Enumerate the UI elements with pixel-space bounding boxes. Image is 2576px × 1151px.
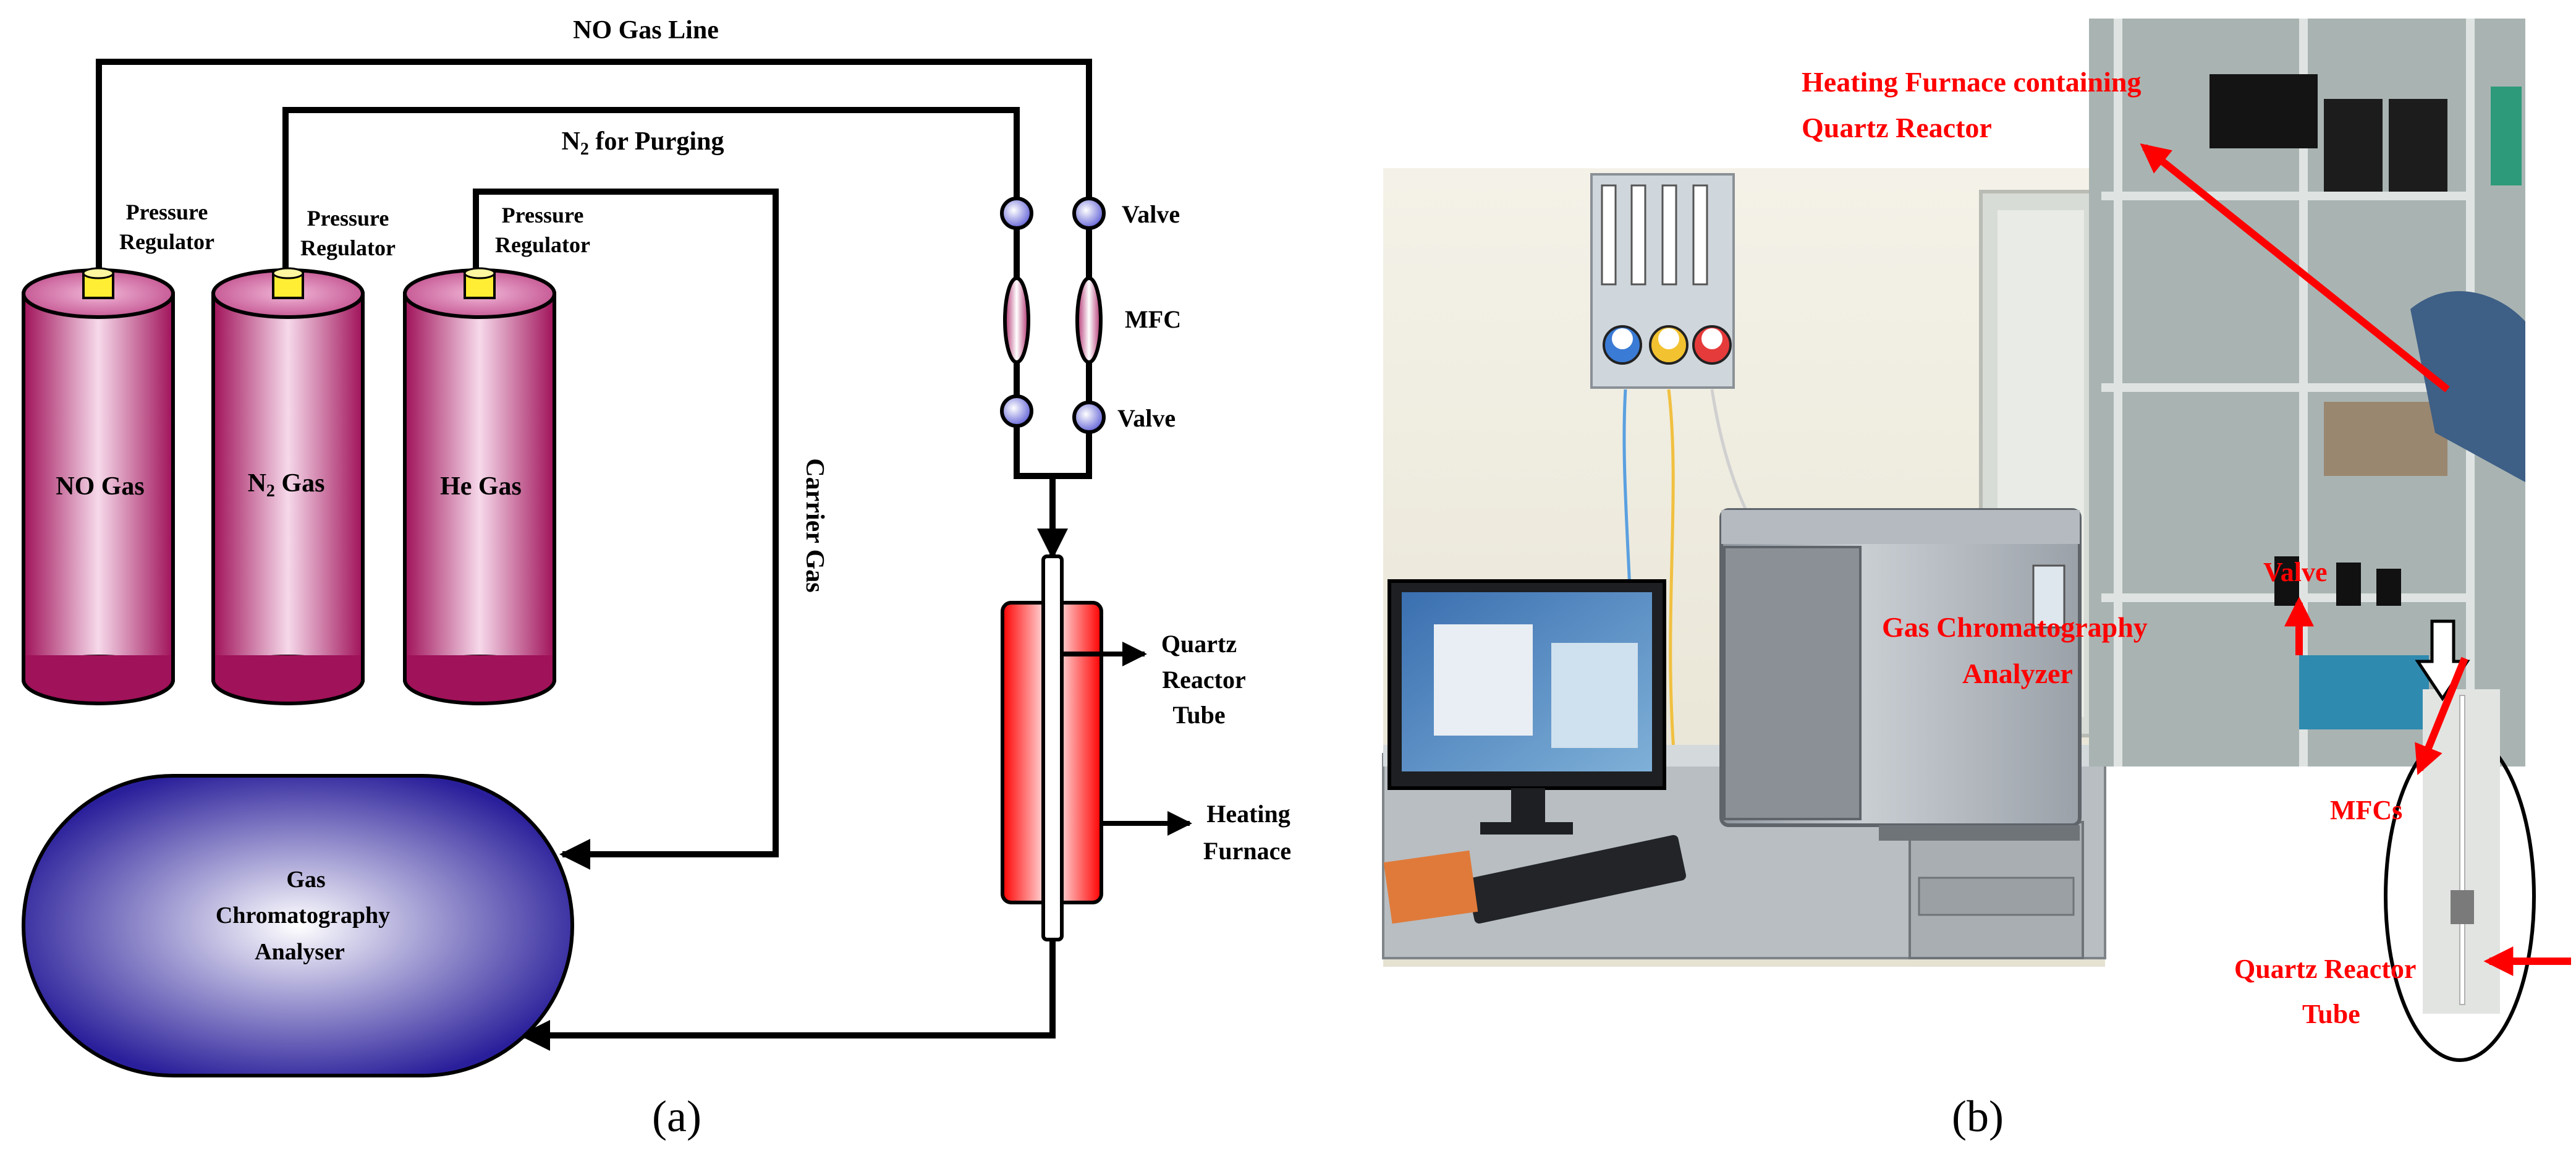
valve-bottom-label: Valve <box>1117 404 1176 432</box>
regulator-1-line1: Pressure <box>126 200 208 224</box>
quartz-reactor-tube <box>1041 554 1064 941</box>
gc-annotation-line1: Gas Chromatography <box>1882 611 2148 643</box>
regulator-2-line1: Pressure <box>307 206 389 231</box>
no-gas-label: NO Gas <box>56 472 145 501</box>
gc-label-line2: Chromatography <box>216 903 390 928</box>
n2-purging-suffix: for Purging <box>589 127 724 156</box>
branch-merge-pipe <box>1014 473 1092 556</box>
n2-purging-label: N2 for Purging <box>562 127 724 159</box>
gc-label-line3: Analyser <box>255 939 345 965</box>
mfcs-annotation: MFCs <box>2330 795 2402 825</box>
reactor-annotation-line1: Quartz Reactor <box>2234 954 2416 984</box>
computer-monitor <box>1388 579 1666 835</box>
regulator-1-line2: Regulator <box>119 229 214 254</box>
valve-bottom-right <box>1072 401 1106 434</box>
furnace-annotation-line2: Quartz Reactor <box>1802 112 1992 143</box>
furnace-controller-3 <box>2389 99 2447 192</box>
reactor-label: Quartz Reactor Tube <box>1161 630 1246 729</box>
annotation-arrows <box>2140 143 2571 976</box>
panel-b: Heating Furnace containing Quartz Reacto… <box>1382 19 2571 1141</box>
valve-top-right <box>1072 197 1106 230</box>
n2-gas-prefix: N <box>248 469 266 498</box>
flowmeter-panel <box>1590 173 1735 389</box>
reactor-outlet-pipe <box>519 940 1056 1051</box>
n2-gas-label: N2 Gas <box>248 469 325 501</box>
lab-photo <box>1382 168 2106 967</box>
no-gas-line-label: NO Gas Line <box>573 16 719 45</box>
regulator-label-2: Pressure Regulator <box>300 206 396 260</box>
mfc-label: MFC <box>1125 305 1181 333</box>
panel-a: NO Gas Line N2 for Purging Carrier Gas P… <box>22 16 1291 1141</box>
n2-purging-sub: 2 <box>580 140 589 159</box>
furnace-label-line1: Heating <box>1206 800 1290 828</box>
furnace-controller-1 <box>2210 74 2318 148</box>
carrier-gas-line-pipe <box>473 189 779 870</box>
regulator-label-1: Pressure Regulator <box>119 200 214 254</box>
regulator-3-line2: Regulator <box>495 232 590 257</box>
n2-gas-sub: 2 <box>266 482 275 501</box>
carrier-gas-label: Carrier Gas <box>800 458 829 592</box>
mfc-right <box>1075 276 1103 364</box>
valve-annotation: Valve <box>2263 557 2328 587</box>
no-gas-cylinder: NO Gas <box>22 267 175 705</box>
mfc-left <box>1003 276 1030 364</box>
he-gas-label: He Gas <box>440 472 522 501</box>
furnace-annotation-line1: Heating Furnace containing <box>1802 66 2141 98</box>
no-gas-line-pipe <box>96 59 1092 281</box>
mfcs-arrow <box>2415 656 2468 775</box>
furnace-controller-2 <box>2324 99 2383 192</box>
reactor-annotation-line2: Tube <box>2302 999 2360 1029</box>
reactor-label-line1: Quartz <box>1161 630 1237 658</box>
paper-stack <box>1383 850 1478 924</box>
gc-label-line1: Gas <box>286 867 325 893</box>
reactor-label-line3: Tube <box>1172 701 1225 729</box>
panel-b-caption: (b) <box>1952 1092 2004 1141</box>
n2-purging-prefix: N <box>562 127 580 156</box>
n2-gas-cylinder: N2 Gas <box>211 267 365 705</box>
furnace-label-line2: Furnace <box>1203 837 1291 865</box>
keyboard <box>1467 835 1687 924</box>
gc-annotation-line2: Analyzer <box>1962 658 2073 689</box>
regulator-2-line2: Regulator <box>300 236 396 260</box>
rack-photo <box>2089 19 2525 767</box>
panel-a-caption: (a) <box>652 1092 701 1141</box>
valve-top-label: Valve <box>1122 200 1180 228</box>
furnace-arrow <box>2140 143 2450 393</box>
valve-top-left <box>1000 197 1033 230</box>
gc-instrument <box>1719 508 2082 841</box>
regulator-label-3: Pressure Regulator <box>495 203 590 257</box>
he-gas-cylinder: He Gas <box>403 267 556 705</box>
furnace-label: Heating Furnace <box>1203 800 1291 865</box>
gas-chromatography-analyser: Gas Chromatography Analyser <box>22 774 574 1077</box>
n2-purging-line-pipe <box>282 107 1020 281</box>
regulator-3-line1: Pressure <box>502 203 584 227</box>
valve-bottom-left <box>1000 394 1033 428</box>
reactor-label-line2: Reactor <box>1162 666 1245 694</box>
n2-gas-suffix: Gas <box>275 469 325 498</box>
